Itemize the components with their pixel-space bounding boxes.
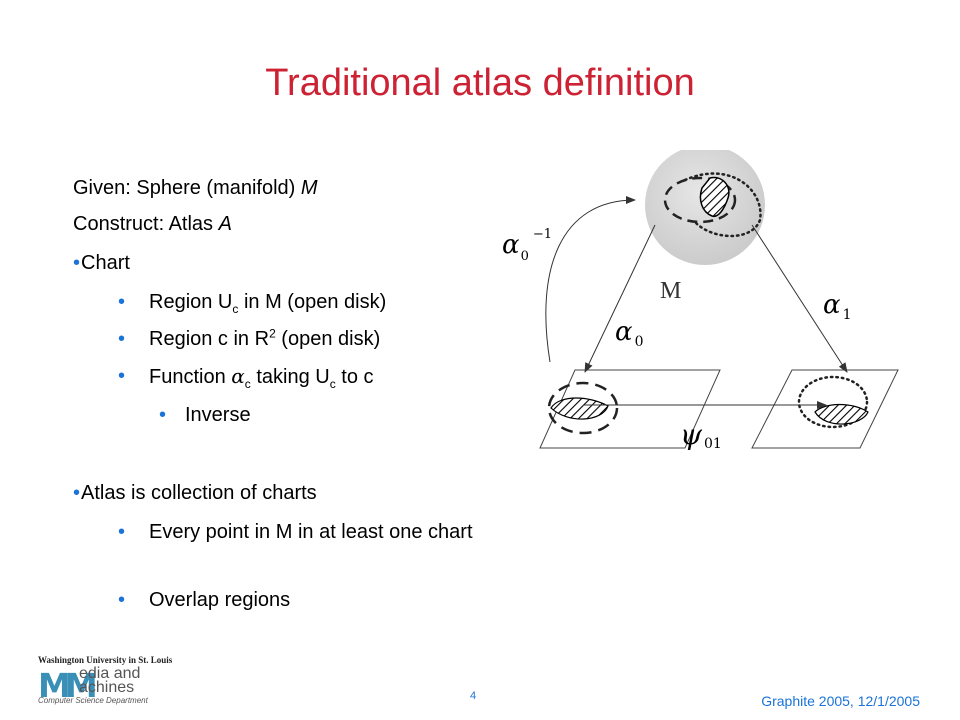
- page-number: 4: [470, 690, 477, 702]
- given-line: Given: Sphere (manifold) M: [73, 176, 318, 200]
- inverse-text: Inverse: [185, 404, 251, 426]
- every-point-text: Every point in M in at least one chart: [149, 521, 473, 543]
- chart-region-0-outline: [663, 176, 737, 224]
- region-c-text: Region c in R: [149, 328, 270, 350]
- construct-line: Construct: Atlas A: [73, 212, 232, 236]
- region-c-rest: (open disk): [275, 328, 381, 350]
- slide-title: Traditional atlas definition: [265, 62, 695, 104]
- manifold-label: M: [660, 278, 681, 304]
- bullet-dot: •: [118, 365, 126, 387]
- chart-text: Chart: [81, 252, 130, 274]
- media-word: edia and: [79, 665, 141, 682]
- region-uc-rest: in M (open disk): [238, 291, 387, 313]
- region-uc-subscript: c: [232, 302, 239, 316]
- region-uc-item: • Region Uc in M (open disk): [118, 290, 387, 316]
- function-text: Function: [149, 366, 232, 388]
- given-text: Given: Sphere (manifold): [73, 177, 301, 199]
- bullet-dot: •: [118, 291, 126, 313]
- function-alpha: α: [231, 364, 245, 388]
- university-logo: Washington University in St. Louis MM ed…: [38, 655, 173, 709]
- plane-1-overlap: [814, 403, 869, 425]
- plane-0-overlap: [550, 397, 609, 420]
- given-variable: M: [300, 177, 318, 199]
- alpha1-arrow: [751, 224, 848, 373]
- overlap-text: Overlap regions: [149, 589, 291, 611]
- overlap-region: [699, 176, 730, 218]
- footer-text: Graphite 2005, 12/1/2005: [761, 693, 920, 709]
- alpha0-inverse-arrow: [545, 196, 636, 363]
- media-machines-mark: MM: [38, 666, 98, 705]
- chart-item: • Chart: [73, 251, 130, 275]
- construct-text: Construct: Atlas: [73, 213, 219, 235]
- atlas-item: • Atlas is collection of charts: [73, 481, 317, 505]
- bullet-dot: •: [118, 328, 126, 350]
- alpha0-arrow: [584, 224, 656, 373]
- inverse-item: • Inverse: [159, 403, 251, 427]
- plane-0-disk: [547, 381, 619, 435]
- bullet-dot: •: [73, 482, 81, 504]
- plane-1-disk: [797, 375, 869, 429]
- function-alpha-subscript: c: [244, 377, 251, 391]
- function-item: • Function αc taking Uc to c: [118, 364, 374, 391]
- bullet-dot: •: [159, 404, 167, 426]
- bullet-dot: •: [118, 521, 126, 543]
- region-c-item: • Region c in R2 (open disk): [118, 327, 380, 351]
- chart-region-1-outline: [683, 172, 762, 238]
- function-text-mid: taking U: [250, 366, 330, 388]
- machines-word: achines: [79, 679, 135, 696]
- region-c-superscript: 2: [269, 326, 276, 341]
- construct-variable: A: [218, 213, 232, 235]
- function-text-end: to c: [335, 366, 374, 388]
- function-u-subscript: c: [329, 377, 336, 391]
- alpha0-inverse-label: α0−1: [502, 227, 552, 264]
- university-name: Washington University in St. Louis: [38, 655, 173, 665]
- chart-plane-0: [539, 369, 721, 449]
- region-uc-text: Region U: [149, 291, 233, 313]
- bullet-dot: •: [73, 252, 81, 274]
- overlap-item: • Overlap regions: [118, 588, 290, 612]
- atlas-text: Atlas is collection of charts: [81, 482, 317, 504]
- bullet-dot: •: [118, 589, 126, 611]
- department-name: Computer Science Department: [38, 696, 148, 705]
